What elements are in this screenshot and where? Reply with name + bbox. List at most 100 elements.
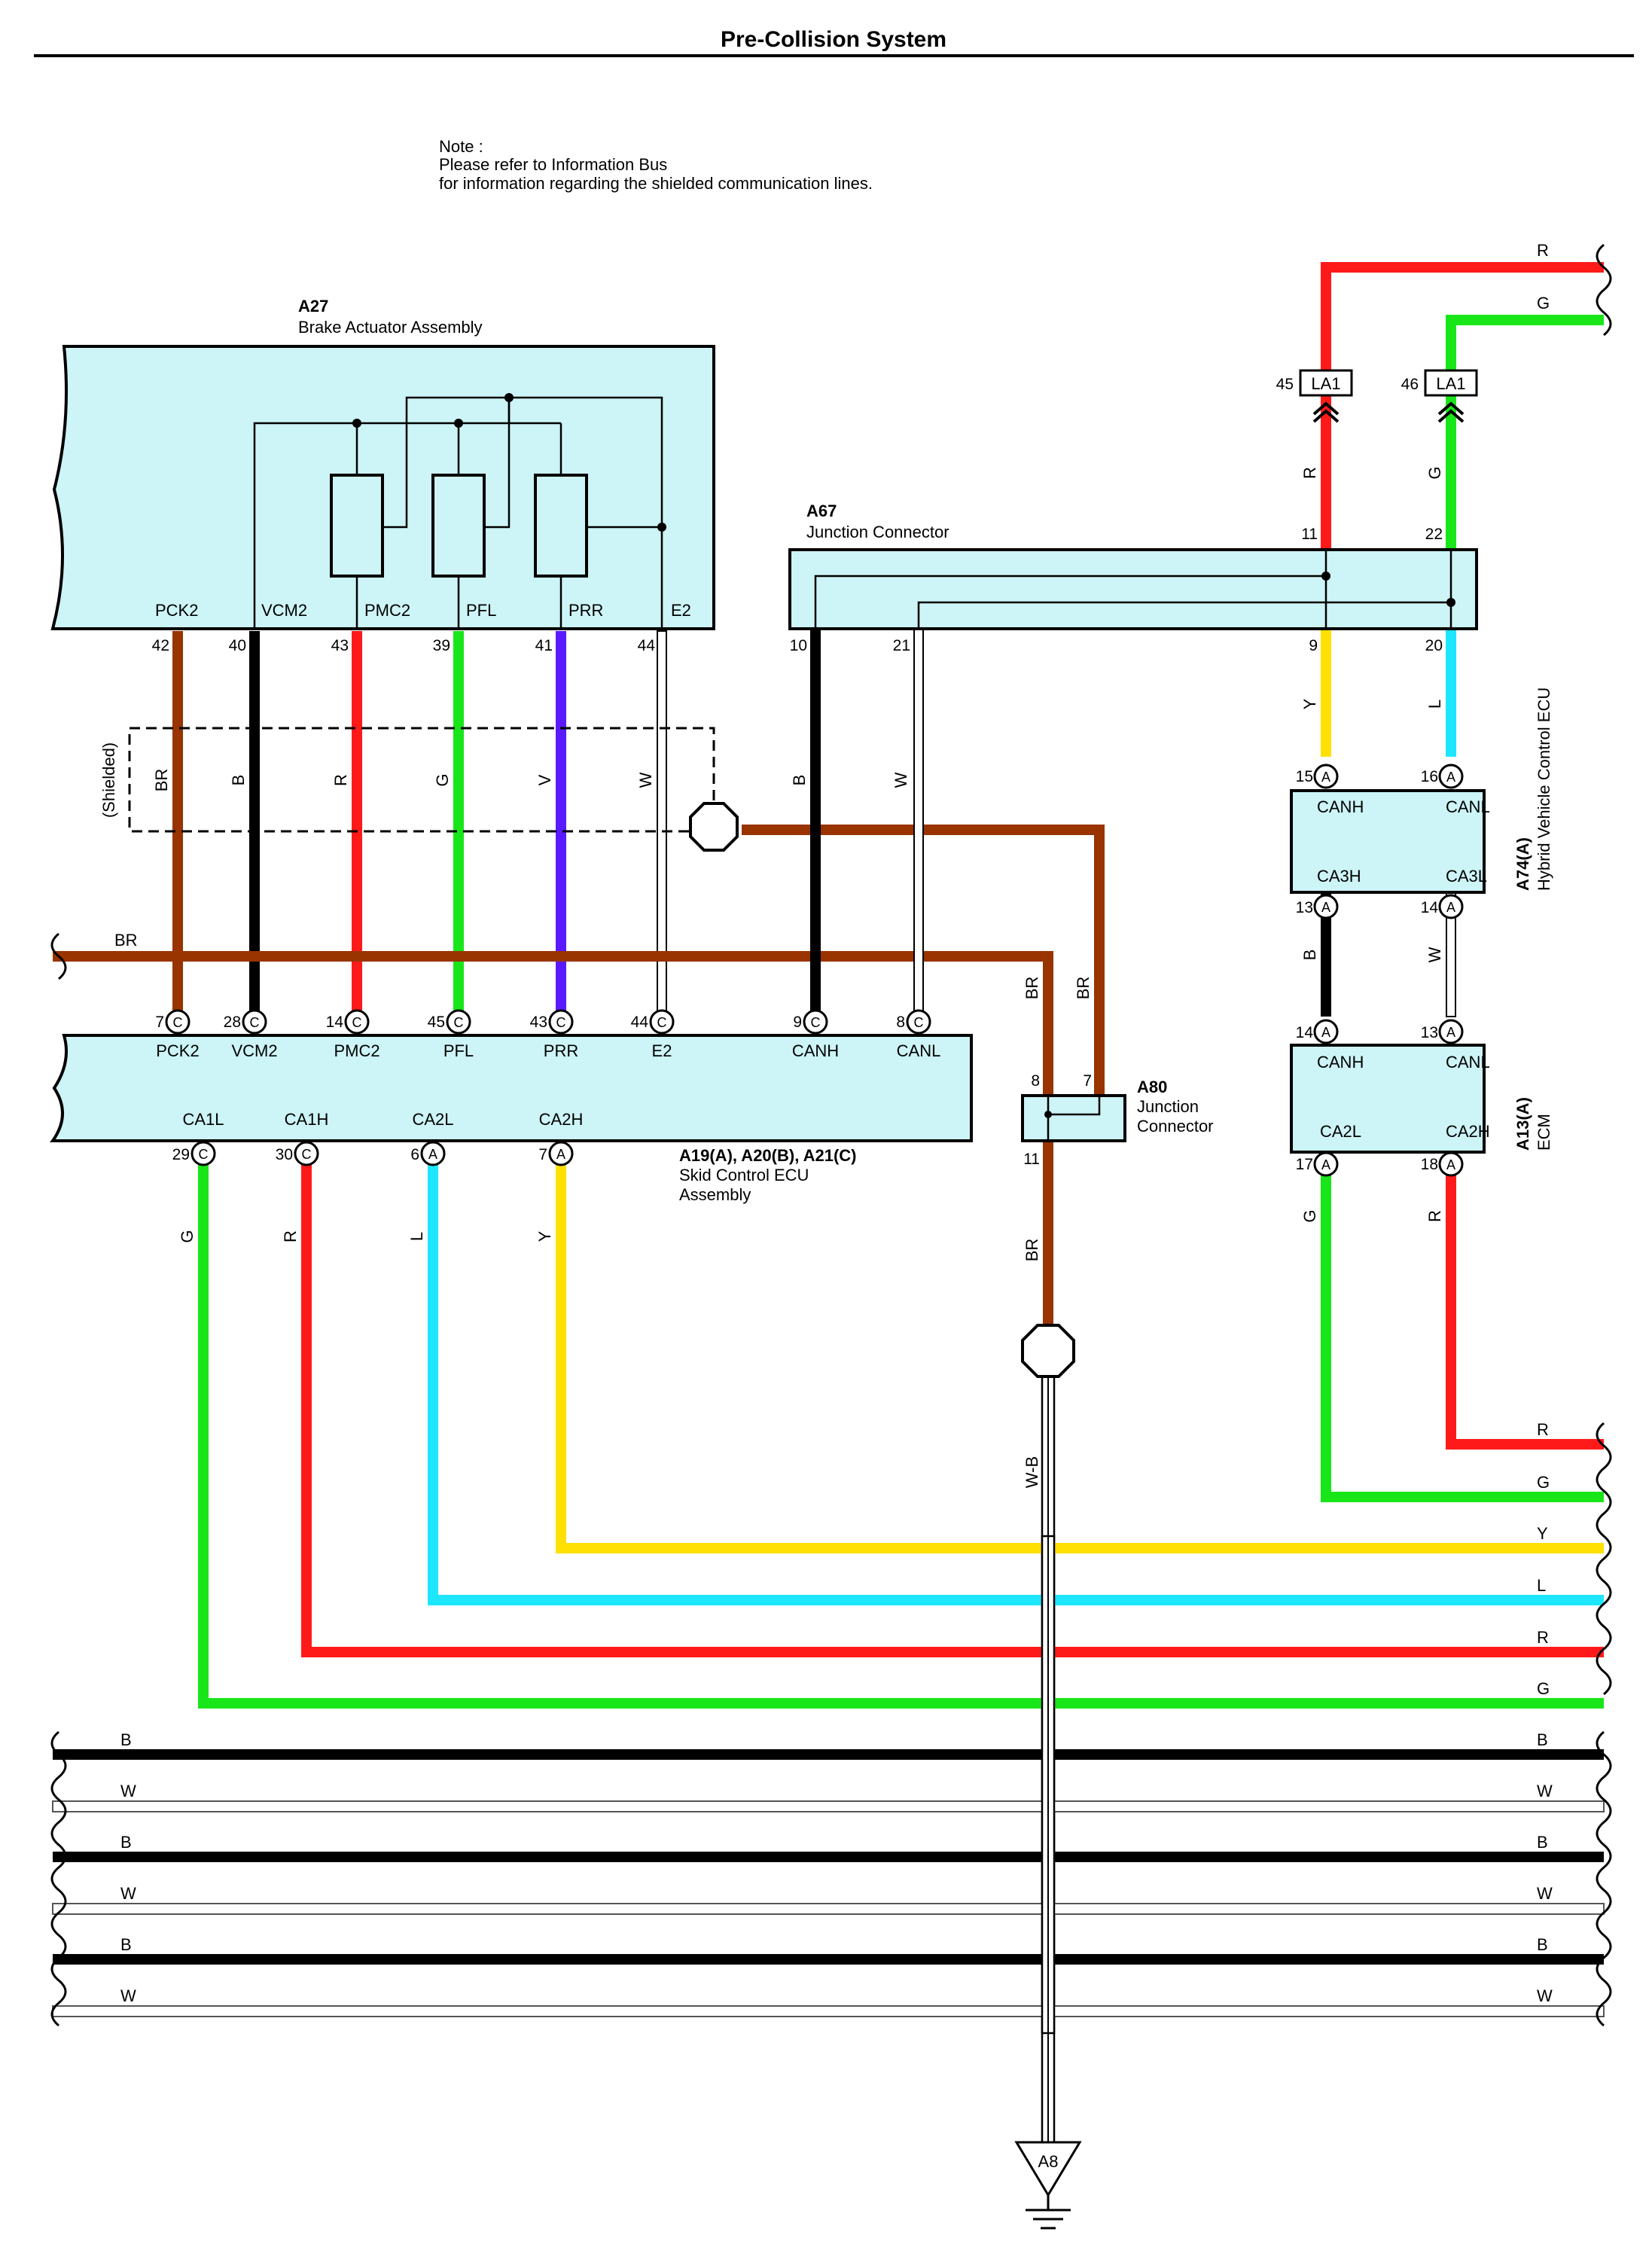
skid-terminal: PRR [544, 1041, 578, 1060]
wire-color-label: G [433, 773, 452, 786]
a13-pin: 14 [1296, 1024, 1314, 1041]
connector-la1-right: LA1 46 [1401, 369, 1478, 423]
right-wire-label: R [1537, 1628, 1549, 1647]
bus-label-right: W [1537, 1782, 1553, 1800]
skid-id: A19(A), A20(B), A21(C) [679, 1146, 857, 1165]
conn-circle [294, 1141, 319, 1166]
wire-color-label: R [1300, 467, 1319, 479]
wire-color-label: Y [1300, 698, 1319, 709]
a27-id: A27 [298, 297, 328, 316]
a27-pin: 40 [229, 637, 246, 654]
a27-terminal: PMC2 [364, 601, 410, 620]
right-wire-label: R [1537, 1420, 1549, 1439]
a74-terminal: CA3H [1317, 867, 1361, 886]
a80-box [1021, 1094, 1126, 1142]
conn-letter: C [352, 1015, 362, 1030]
a74-terminal: CANL [1446, 797, 1490, 816]
junction-dot [1044, 1111, 1052, 1118]
a74-id: A74(A) [1513, 837, 1532, 891]
brake-actuator-assembly: A27 Brake Actuator Assembly PCK2 VCM2 PM… [50, 297, 715, 654]
wire-color-label: W [1425, 947, 1444, 962]
a74-terminal: CA3L [1446, 867, 1487, 886]
wire-br-bus [53, 951, 1053, 1096]
a13-pin: 13 [1421, 1024, 1438, 1041]
skid-terminal: CA1H [285, 1110, 329, 1129]
la1-pin: 45 [1276, 376, 1294, 393]
a67-name: Junction Connector [806, 523, 949, 541]
break-marks [50, 243, 1612, 2027]
right-wire-label: Y [1537, 1524, 1548, 1543]
a80-pin: 7 [1083, 1072, 1092, 1090]
skid-pin: 45 [428, 1014, 445, 1031]
note-line-1: Note : [439, 137, 483, 156]
skid-terminal: CA2H [539, 1110, 584, 1129]
la1-pin: 46 [1401, 376, 1419, 393]
conn-letter: A [1321, 1025, 1330, 1040]
right-wire-label: L [1537, 1576, 1546, 1595]
skid-pin: 43 [530, 1014, 547, 1031]
wire-color-label: B [790, 775, 809, 786]
ground-splice-point [1021, 1324, 1075, 1378]
a27-pin: 41 [535, 637, 553, 654]
conn-circle [1313, 1019, 1339, 1044]
skid-box [50, 1034, 973, 1142]
bus-label-right: W [1537, 1884, 1553, 1903]
shielded-label: (Shielded) [99, 742, 118, 818]
solenoid-prr [534, 474, 588, 578]
conn-letter: C [302, 1147, 312, 1162]
a67-id: A67 [806, 501, 837, 520]
conn-circle [1313, 1151, 1339, 1177]
wires [52, 262, 1605, 2144]
skid-pin: 44 [631, 1014, 649, 1031]
wire-color-label: L [407, 1232, 426, 1241]
a27-terminal: PFL [466, 601, 496, 620]
skid-terminal: VCM2 [231, 1041, 277, 1060]
conn-letter: C [657, 1015, 667, 1030]
conn-letter: A [1446, 1025, 1455, 1040]
solenoid-pfl [431, 474, 486, 578]
a67-pin: 11 [1301, 526, 1318, 543]
a27-terminal: VCM2 [261, 601, 307, 620]
bus-line-w-1 [52, 1800, 1605, 1812]
a74-box [1290, 789, 1486, 894]
wire-color-label: R [331, 774, 350, 786]
skid-pin: 7 [538, 1146, 547, 1163]
junction-connector-a67: A67 Junction Connector 10 21 9 20 11 22 [788, 501, 1478, 654]
junction-dot [1446, 598, 1455, 607]
a74-name: Hybrid Vehicle Control ECU [1535, 687, 1553, 891]
skid-pin: 28 [224, 1014, 241, 1031]
conn-letter: A [556, 1147, 565, 1162]
a74-pin: 16 [1421, 768, 1438, 785]
bus-label-right: B [1537, 1730, 1548, 1749]
a67-pin: 22 [1425, 526, 1443, 543]
la1-label: LA1 [1311, 374, 1340, 393]
wire-color-label: L [1425, 700, 1444, 709]
skid-terminal: PMC2 [334, 1041, 379, 1060]
wire-color-label: G [1300, 1209, 1319, 1222]
conn-letter: A [1321, 900, 1330, 915]
conn-circle [165, 1009, 190, 1035]
a27-terminal: E2 [671, 601, 691, 620]
conn-letter: C [250, 1015, 260, 1030]
a67-internal [814, 550, 1452, 629]
conn-letter: C [454, 1015, 464, 1030]
right-wire-label: G [1537, 1473, 1550, 1492]
conn-circle [548, 1141, 574, 1166]
skid-name-2: Assembly [679, 1185, 751, 1204]
conn-circle [1313, 764, 1339, 789]
wire-color-label: BR [1023, 977, 1041, 1000]
conn-circle [1438, 1151, 1464, 1177]
conn-letter: C [199, 1147, 209, 1162]
skid-pin: 30 [276, 1146, 293, 1163]
conn-circle [446, 1009, 471, 1035]
skid-terminal: PFL [443, 1041, 474, 1060]
a13-terminal: CA2L [1320, 1122, 1361, 1141]
a27-pin: 39 [433, 637, 450, 654]
skid-pin: 9 [793, 1014, 802, 1031]
wire-color-label: R [1425, 1210, 1444, 1222]
conn-circle [1313, 894, 1339, 919]
wire-skid-ca2h [556, 1152, 1604, 1553]
a27-terminal: PCK2 [155, 601, 198, 620]
